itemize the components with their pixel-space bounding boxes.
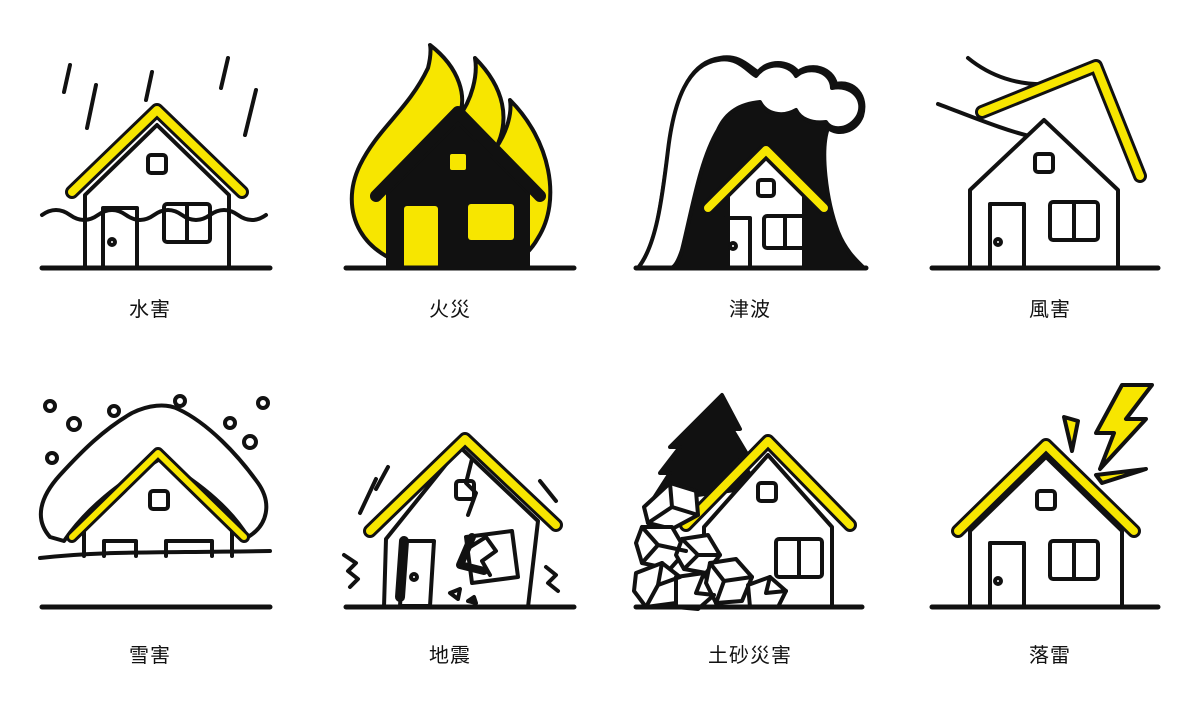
- flood-tile: 水害: [0, 0, 300, 351]
- lightning-label: 落雷: [1029, 643, 1071, 667]
- snow-label: 雪害: [129, 643, 171, 667]
- earthquake-tile: 地震: [300, 351, 600, 702]
- fire-label: 火災: [429, 297, 471, 321]
- earthquake-house-icon: [342, 432, 577, 610]
- lightning-tile: 落雷: [900, 351, 1200, 702]
- wind-house-icon: [929, 56, 1161, 271]
- landslide-label: 土砂災害: [708, 643, 792, 667]
- tsunami-label: 津波: [729, 297, 771, 321]
- flood-house-icon: [39, 56, 273, 271]
- lightning-house-icon: [929, 383, 1161, 610]
- earthquake-label: 地震: [429, 643, 471, 667]
- wind-label: 風害: [1029, 297, 1071, 321]
- fire-house-icon: [343, 43, 577, 271]
- tsunami-tile: 津波: [600, 0, 900, 351]
- landslide-tile: 土砂災害: [600, 351, 900, 702]
- wind-tile: 風害: [900, 0, 1200, 351]
- snow-tile: 雪害: [0, 351, 300, 702]
- tsunami-house-icon: [633, 55, 869, 271]
- fire-tile: 火災: [300, 0, 600, 351]
- flood-label: 水害: [129, 297, 171, 321]
- snow-house-icon: [38, 394, 273, 610]
- landslide-house-icon: [632, 393, 865, 611]
